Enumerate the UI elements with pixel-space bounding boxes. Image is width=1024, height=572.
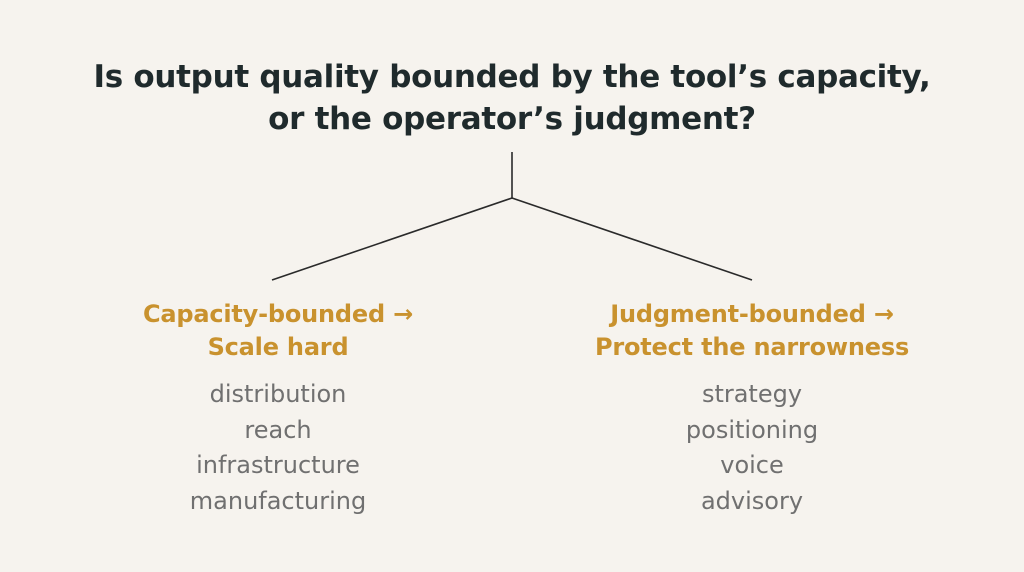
judgment-bounded-title: Judgment-bounded → Protect the narrownes…: [576, 298, 928, 364]
left-branch-line: [271, 197, 513, 281]
branch-title-line-1: Capacity-bounded →: [142, 300, 414, 328]
judgment-bounded-examples: strategy positioning voice advisory: [576, 377, 928, 519]
list-item: distribution: [209, 380, 347, 408]
list-item: manufacturing: [189, 486, 367, 515]
list-item: positioning: [685, 415, 819, 444]
list-item: strategy: [701, 380, 803, 408]
judgment-bounded-branch: Judgment-bounded → Protect the narrownes…: [576, 298, 928, 519]
question-line-2: or the operator’s judgment?: [268, 101, 756, 137]
list-item: infrastructure: [196, 451, 360, 479]
capacity-bounded-branch: Capacity-bounded → Scale hard distributi…: [118, 298, 438, 519]
capacity-bounded-title: Capacity-bounded → Scale hard: [118, 298, 438, 364]
right-branch-line: [511, 197, 753, 281]
question-line-1: Is output quality bounded by the tool’s …: [93, 59, 931, 95]
list-item: advisory: [700, 486, 804, 515]
list-item: reach: [244, 415, 312, 444]
list-item: voice: [720, 451, 784, 479]
branch-title-line-1: Judgment-bounded →: [610, 300, 894, 328]
capacity-bounded-examples: distribution reach infrastructure manufa…: [118, 377, 438, 519]
question-heading: Is output quality bounded by the tool’s …: [0, 56, 1024, 140]
branch-title-line-2: Protect the narrowness: [594, 333, 910, 361]
branch-title-line-2: Scale hard: [207, 333, 349, 361]
